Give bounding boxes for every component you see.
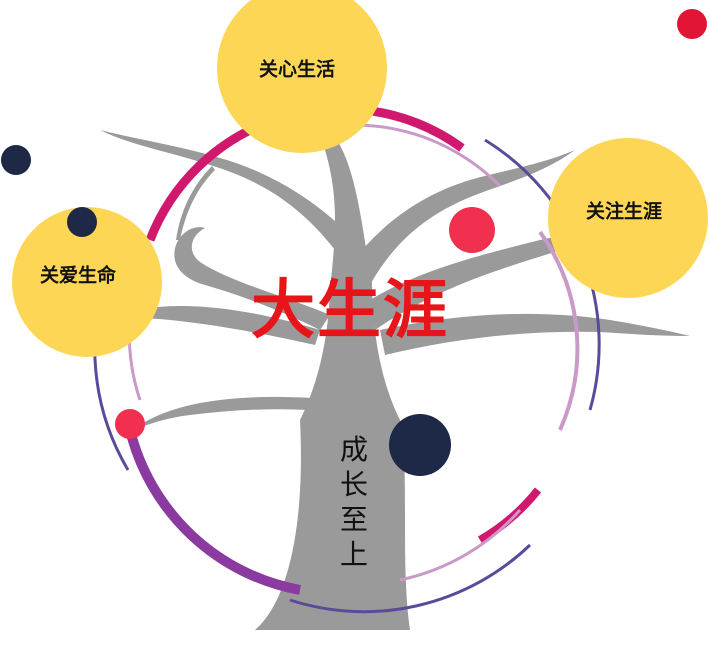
trunk-vertical-text: 成长至上 — [339, 433, 368, 571]
bubble-label-left: 关爱生命 — [39, 264, 117, 287]
dot-navy-large — [389, 414, 451, 476]
arc-purple-bottom — [125, 428, 301, 595]
arc-light-purple-right — [538, 230, 580, 431]
arc-light-purple-lower — [399, 509, 522, 582]
bubble-top — [217, 0, 387, 153]
tree-branch-top — [285, 112, 372, 290]
tree-branch-right — [370, 234, 620, 330]
arc-indigo-bottom — [289, 543, 532, 614]
dot-pink-red-upper — [449, 207, 495, 253]
bubble-label-top: 关心生活 — [258, 58, 336, 81]
tree-branch-upper-right — [350, 150, 575, 285]
tree-branch-right-long — [380, 313, 690, 355]
bubble-left — [12, 207, 162, 357]
tree-graphic — [95, 112, 690, 630]
arc-magenta-bottom-right — [477, 487, 542, 544]
dot-navy-left-bubble — [67, 207, 97, 237]
dot-navy-far-left — [1, 145, 31, 175]
tree-trunk — [255, 280, 410, 630]
dot-pink-red-lower-left — [115, 409, 145, 439]
bubble-right — [548, 138, 708, 298]
dot-crimson-top-right — [677, 9, 707, 39]
center-title: 大生涯 — [251, 274, 449, 348]
tree-branch-lower-left — [130, 396, 312, 432]
bubble-label-right: 关注生涯 — [585, 200, 663, 223]
tree-twig-left — [176, 166, 215, 240]
tree-branch-left-curl — [174, 227, 330, 330]
